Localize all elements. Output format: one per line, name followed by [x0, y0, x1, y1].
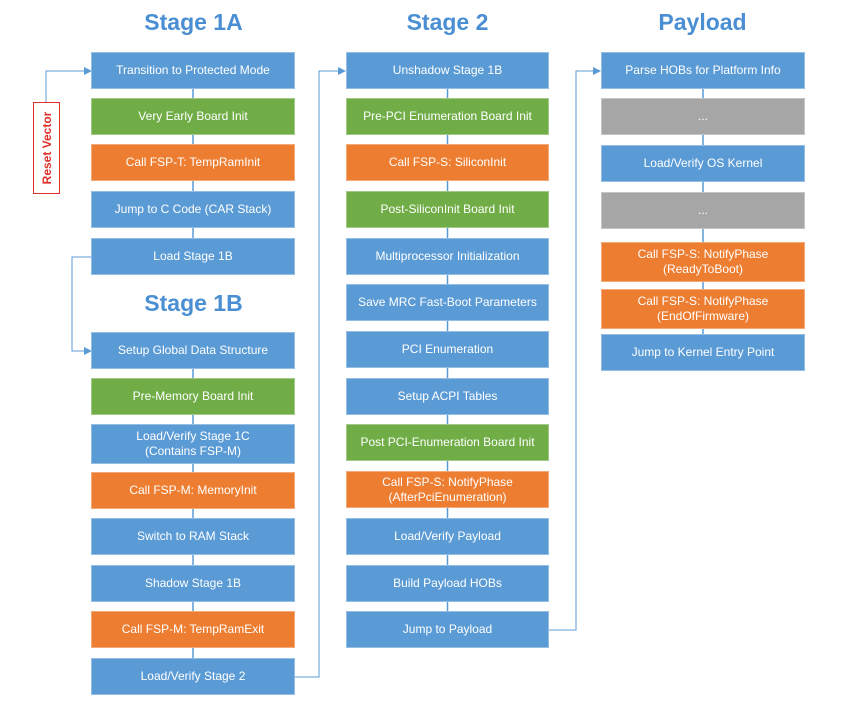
stage1a-step-2: Very Early Board Init: [91, 98, 295, 135]
stage1b-step-6: Shadow Stage 1B: [91, 565, 295, 602]
stage-1b-title: Stage 1B: [144, 290, 243, 316]
stage2-step-9: Post PCI-Enumeration Board Init: [346, 424, 549, 461]
stage1b-step-1: Setup Global Data Structure: [91, 332, 295, 369]
stage2-step-10: Call FSP-S: NotifyPhase (AfterPciEnumera…: [346, 471, 549, 508]
payload-step-1: Parse HOBs for Platform Info: [601, 52, 805, 89]
stage2-step-11: Load/Verify Payload: [346, 518, 549, 555]
stage2-step-1: Unshadow Stage 1B: [346, 52, 549, 89]
connector-reset-to-stage1a: [45, 67, 92, 102]
stage1b-step-2: Pre-Memory Board Init: [91, 378, 295, 415]
payload-step-5: Call FSP-S: NotifyPhase (ReadyToBoot): [601, 242, 805, 282]
connector-stage2-to-payload: [549, 67, 601, 631]
stage2-step-13: Jump to Payload: [346, 611, 549, 648]
stage1b-step-4: Call FSP-M: MemoryInit: [91, 472, 295, 509]
stage2-step-5: Multiprocessor Initialization: [346, 238, 549, 275]
stage1a-step-5: Load Stage 1B: [91, 238, 295, 275]
stage2-step-2: Pre-PCI Enumeration Board Init: [346, 98, 549, 135]
payload-step-4: ...: [601, 192, 805, 229]
stage-1a-title: Stage 1A: [144, 9, 243, 35]
payload-step-2: ...: [601, 98, 805, 135]
connector-stage1a-to-stage1b: [71, 256, 92, 355]
payload-step-3: Load/Verify OS Kernel: [601, 145, 805, 182]
stage2-step-7: PCI Enumeration: [346, 331, 549, 368]
payload-step-6: Call FSP-S: NotifyPhase (EndOfFirmware): [601, 289, 805, 329]
stage2-step-3: Call FSP-S: SiliconInit: [346, 144, 549, 181]
stage2-step-8: Setup ACPI Tables: [346, 378, 549, 415]
stage1b-step-3: Load/Verify Stage 1C (Contains FSP-M): [91, 424, 295, 464]
stage1a-step-4: Jump to C Code (CAR Stack): [91, 191, 295, 228]
stage-2-title: Stage 2: [406, 9, 489, 35]
stage1b-step-7: Call FSP-M: TempRamExit: [91, 611, 295, 648]
stage1b-step-8: Load/Verify Stage 2: [91, 658, 295, 695]
payload-title: Payload: [658, 9, 747, 35]
stage2-step-4: Post-SiliconInit Board Init: [346, 191, 549, 228]
stage2-step-12: Build Payload HOBs: [346, 565, 549, 602]
connector-stage1b-to-stage2: [295, 67, 346, 678]
stage2-step-6: Save MRC Fast-Boot Parameters: [346, 284, 549, 321]
stage1b-step-5: Switch to RAM Stack: [91, 518, 295, 555]
reset-vector-box: Reset Vector: [33, 102, 60, 194]
stage1a-step-3: Call FSP-T: TempRamInit: [91, 144, 295, 181]
stage1a-step-1: Transition to Protected Mode: [91, 52, 295, 89]
payload-step-7: Jump to Kernel Entry Point: [601, 334, 805, 371]
